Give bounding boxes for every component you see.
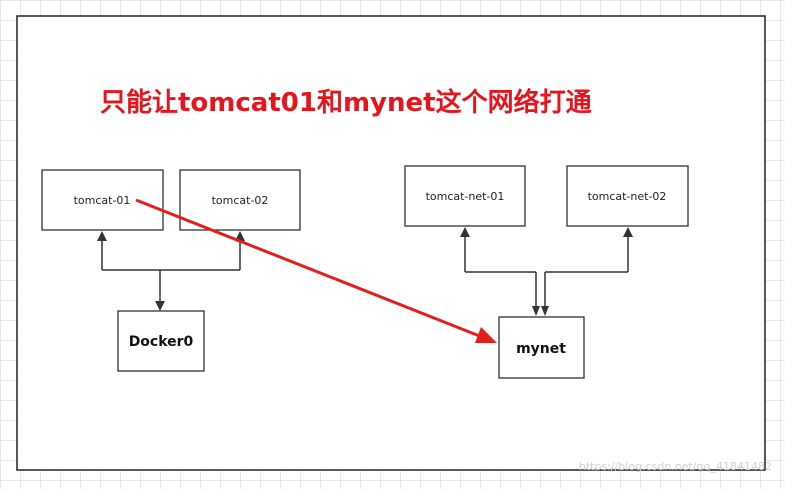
node-tomcat-02-label: tomcat-02 bbox=[212, 194, 269, 207]
node-tomcat-01-label: tomcat-01 bbox=[74, 194, 131, 207]
diagram-title: 只能让tomcat01和mynet这个网络打通 bbox=[100, 87, 592, 118]
arrowhead-to-tomcat-net-01 bbox=[460, 227, 470, 237]
node-tomcat-02[interactable]: tomcat-02 bbox=[179, 169, 301, 231]
mynet-connector bbox=[460, 227, 633, 316]
arrowhead-to-mynet-right bbox=[541, 306, 549, 316]
node-tomcat-net-02-label: tomcat-net-02 bbox=[588, 190, 667, 203]
node-mynet[interactable]: mynet bbox=[498, 316, 585, 379]
node-tomcat-net-01-label: tomcat-net-01 bbox=[426, 190, 505, 203]
node-mynet-label: mynet bbox=[516, 341, 566, 357]
node-docker0-label: Docker0 bbox=[129, 334, 194, 350]
highlight-arrow-tomcat01-to-mynet bbox=[135, 198, 497, 343]
arrowhead-to-tomcat-02 bbox=[235, 231, 245, 241]
watermark-text: https://blog.csdn.net/qq_41841482 bbox=[579, 460, 772, 473]
node-tomcat-net-01[interactable]: tomcat-net-01 bbox=[404, 165, 526, 227]
node-tomcat-01[interactable]: tomcat-01 bbox=[41, 169, 164, 231]
arrowhead-to-tomcat-01 bbox=[97, 231, 107, 241]
arrowhead-to-docker0 bbox=[155, 301, 165, 311]
arrowhead-to-tomcat-net-02 bbox=[623, 227, 633, 237]
diagram-frame bbox=[16, 15, 766, 471]
node-tomcat-net-02[interactable]: tomcat-net-02 bbox=[566, 165, 689, 227]
highlight-arrowhead bbox=[475, 327, 497, 343]
arrowhead-to-mynet-left bbox=[532, 306, 540, 316]
docker0-connector bbox=[97, 231, 245, 311]
node-docker0[interactable]: Docker0 bbox=[117, 310, 205, 372]
